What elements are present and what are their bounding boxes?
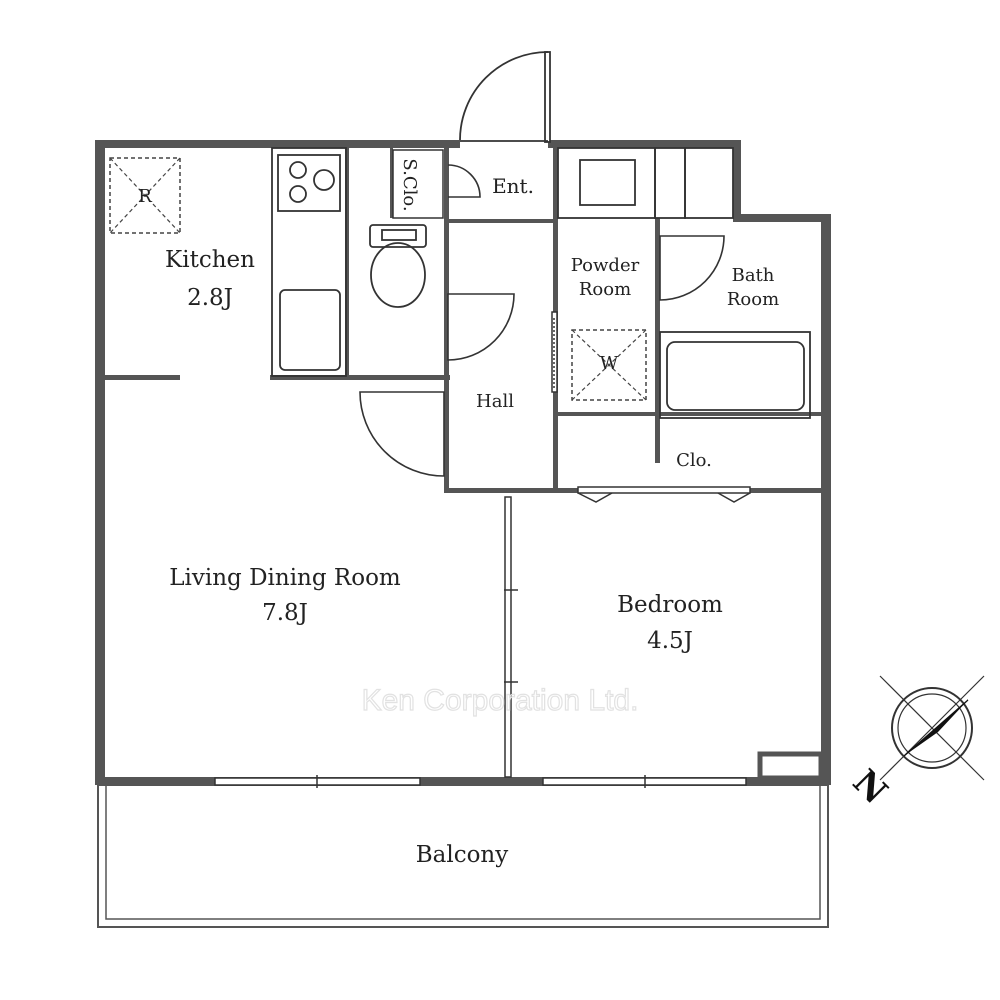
kitchen-counter bbox=[271, 147, 347, 377]
balcony-windows bbox=[214, 775, 747, 788]
bath-room-label-2: Room bbox=[727, 289, 779, 310]
living-size: 7.8J bbox=[262, 600, 308, 626]
refrigerator-label: R bbox=[138, 186, 152, 207]
room-labels: Kitchen 2.8J Living Dining Room 7.8J Bed… bbox=[165, 158, 779, 868]
washer-label: W bbox=[600, 353, 619, 374]
compass-icon bbox=[879, 675, 985, 781]
bathtub bbox=[659, 331, 811, 419]
living-label: Living Dining Room bbox=[169, 565, 401, 591]
shoe-closet bbox=[392, 149, 444, 219]
balcony-label: Balcony bbox=[416, 842, 509, 868]
entrance-label: Ent. bbox=[492, 174, 534, 198]
living-door bbox=[359, 391, 445, 477]
storage-box bbox=[757, 751, 824, 781]
hall-label: Hall bbox=[476, 391, 514, 412]
toilet-door bbox=[447, 293, 515, 361]
shoe-closet-door bbox=[447, 164, 481, 198]
bath-room-label-1: Bath bbox=[732, 265, 775, 286]
powder-room-label-1: Powder bbox=[571, 255, 640, 276]
entrance-door[interactable] bbox=[459, 51, 551, 143]
kitchen-size: 2.8J bbox=[187, 285, 233, 311]
kitchen-label: Kitchen bbox=[165, 247, 255, 273]
watermark: Ken Corporation Ltd. bbox=[362, 684, 639, 717]
interior-doors[interactable] bbox=[359, 164, 725, 477]
toilet bbox=[369, 224, 427, 308]
refrigerator-space: R bbox=[109, 157, 181, 234]
bath-door bbox=[659, 235, 725, 301]
washer-space: W bbox=[571, 329, 647, 401]
bedroom-size: 4.5J bbox=[647, 628, 693, 654]
bedroom-label: Bedroom bbox=[617, 592, 723, 618]
shoe-closet-label: S.Clo. bbox=[399, 158, 420, 211]
sliding-doors[interactable] bbox=[504, 311, 751, 778]
powder-room-label-2: Room bbox=[579, 279, 631, 300]
closet-label: Clo. bbox=[676, 450, 712, 471]
north-label: N bbox=[845, 762, 895, 812]
vanity-cabinet bbox=[557, 147, 734, 219]
exterior-walls bbox=[95, 140, 831, 785]
